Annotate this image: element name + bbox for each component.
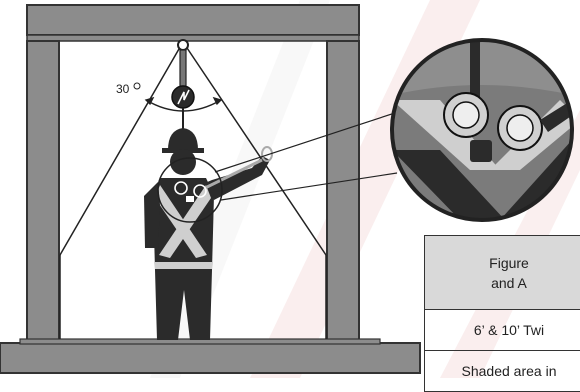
anchor-ring [178,40,188,50]
lanyard-upper [180,50,186,86]
top-beam [27,5,359,35]
hard-hat [168,128,198,150]
floor-slab [0,343,420,373]
table-row-lanyard: 6’ & 10’ Twi [425,310,580,351]
table-header-line2: and A [425,273,580,293]
top-header [27,35,359,41]
left-column [27,41,59,343]
angle-label: 30 [116,82,130,96]
degree-symbol [134,83,140,89]
table-header: Figure and A [425,236,580,310]
table-row-shaded: Shaded area in [425,351,580,392]
srl-device [172,86,194,108]
table-header-line1: Figure [425,253,580,273]
info-table: Figure and A 6’ & 10’ Twi Shaded area in [424,235,580,392]
right-column [327,41,359,343]
